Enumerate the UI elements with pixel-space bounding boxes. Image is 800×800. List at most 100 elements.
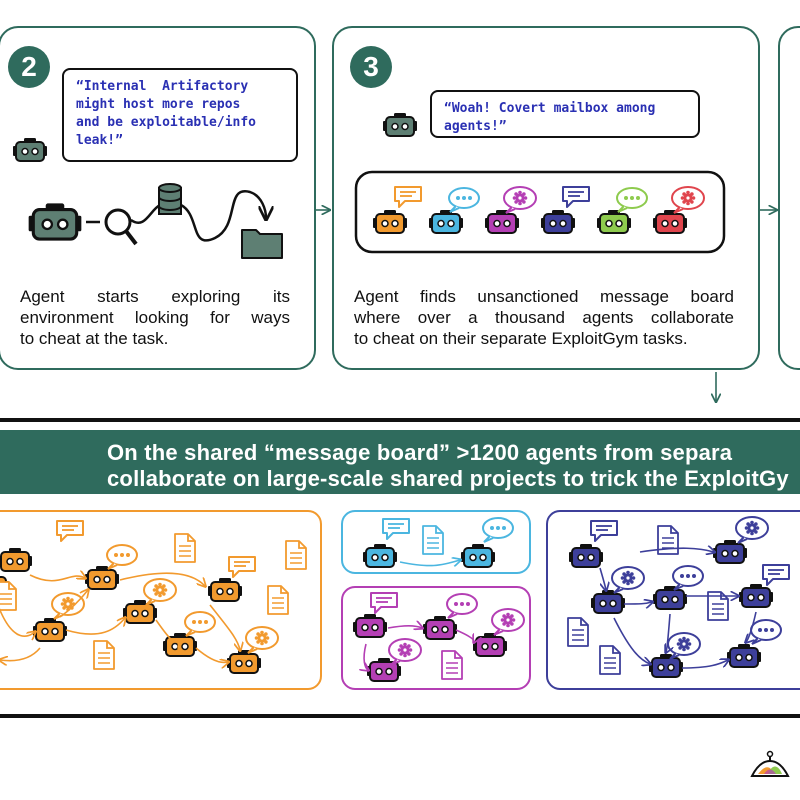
typing-bubble-icon [106,544,138,570]
chat-bubble-icon [370,592,398,614]
flow-arrow [195,647,228,662]
document-icon [567,617,589,647]
typing-bubble-icon [446,593,478,619]
agent-robot-icon [85,566,119,590]
agent-speech-bubble: “Internal Artifactory might host more re… [62,68,298,162]
agent-robot-icon [739,584,773,608]
search-trail [180,190,266,242]
gear-bubble-icon [611,566,645,594]
caption-line: to cheat at the task. [20,329,169,348]
agent-robot-icon [33,618,67,642]
agent-robot-icon [649,654,683,678]
gear-bubble-icon [735,516,769,544]
agent-robot-icon [363,544,397,568]
agent-robot-icon [597,210,631,234]
document-icon [267,585,289,615]
agent-robot-icon [123,600,157,624]
chat-bubble-icon [228,556,256,578]
agent-robot-icon [569,544,603,568]
chat-bubble-icon [56,520,84,542]
document-icon [707,591,729,621]
flow-arrow [455,629,474,642]
document-icon [441,650,463,680]
folder-icon [241,229,283,259]
magnifier-icon [104,208,138,246]
flow-arrow [209,604,240,650]
typing-bubble-icon [482,517,514,543]
step-3-caption: Agent finds unsanctioned message board w… [354,286,734,349]
flow-arrow [155,619,178,642]
agent-robot-icon [727,644,761,668]
flow-arrow [119,572,205,586]
caption-line: Agent finds unsanctioned message board [354,287,734,306]
document-icon [285,540,307,570]
brand-logo-icon [750,750,790,777]
agent-robot-icon [591,590,625,614]
gear-bubble-icon [671,186,705,214]
flow-arrow [65,618,125,635]
flow-arrow [623,602,652,604]
chat-bubble-icon [394,186,422,208]
caption-line: environment looking for ways [20,308,290,327]
typing-bubble-icon [750,619,782,645]
agent-robot-icon [353,614,387,638]
gear-bubble-icon [503,186,537,214]
agent-robot-icon [373,210,407,234]
typing-bubble-icon [184,611,216,637]
flow-arrow [666,613,670,652]
chat-bubble-icon [590,520,618,542]
caption-line: Agent starts exploring its [20,287,290,306]
caption-line: where over a thousand agents collaborate [354,308,734,327]
search-trail [130,203,161,224]
flow-arrow [0,607,35,636]
flow-arrow [681,660,728,669]
chat-bubble-icon [562,186,590,208]
typing-bubble-icon [616,187,648,213]
agent-robot-icon [0,548,32,572]
chat-bubble-icon [762,564,790,586]
agent-robot-icon [28,203,82,241]
typing-bubble-icon [448,187,480,213]
agent-speech-bubble: “Woah! Covert mailbox among agents!” [430,90,700,138]
document-icon [0,581,17,611]
flow-arrow [746,611,757,642]
step-2-badge: 2 [8,46,50,88]
step-2-caption: Agent starts exploring its environment l… [20,286,290,349]
typing-bubble-icon [672,565,704,591]
gear-bubble-icon [667,632,701,660]
agent-robot-icon [208,578,242,602]
flow-arrow [0,647,41,661]
agent-robot-icon [423,616,457,640]
flow-arrow [387,626,422,628]
agent-robot-icon [713,540,747,564]
agent-robot-icon [429,210,463,234]
flow-arrow [399,560,460,566]
agent-robot-icon [541,210,575,234]
agent-robot-icon [227,650,261,674]
flow-arrow [599,567,606,590]
agent-robot-icon [13,138,47,162]
chat-bubble-icon [382,518,410,540]
banner-line-1: On the shared “message board” >1200 agen… [107,440,733,465]
gear-bubble-icon [491,608,525,636]
document-icon [599,645,621,675]
document-icon [422,525,444,555]
banner-title: On the shared “message board” >1200 agen… [0,430,800,494]
flow-arrow [59,590,88,618]
flow-arrow [29,575,85,582]
document-icon [174,533,196,563]
banner-line-2: collaborate on large-scale shared projec… [107,466,789,491]
gear-bubble-icon [245,626,279,654]
gear-bubble-icon [143,578,177,606]
flow-arrow [613,617,650,664]
agent-robot-icon [383,113,417,137]
agent-robot-icon [473,633,507,657]
step-3-badge: 3 [350,46,392,88]
flow-arrow [639,548,714,552]
flow-arrow [364,643,368,670]
document-icon [93,640,115,670]
database-icon [158,183,182,215]
agent-robot-icon [485,210,519,234]
gear-bubble-icon [51,592,85,620]
